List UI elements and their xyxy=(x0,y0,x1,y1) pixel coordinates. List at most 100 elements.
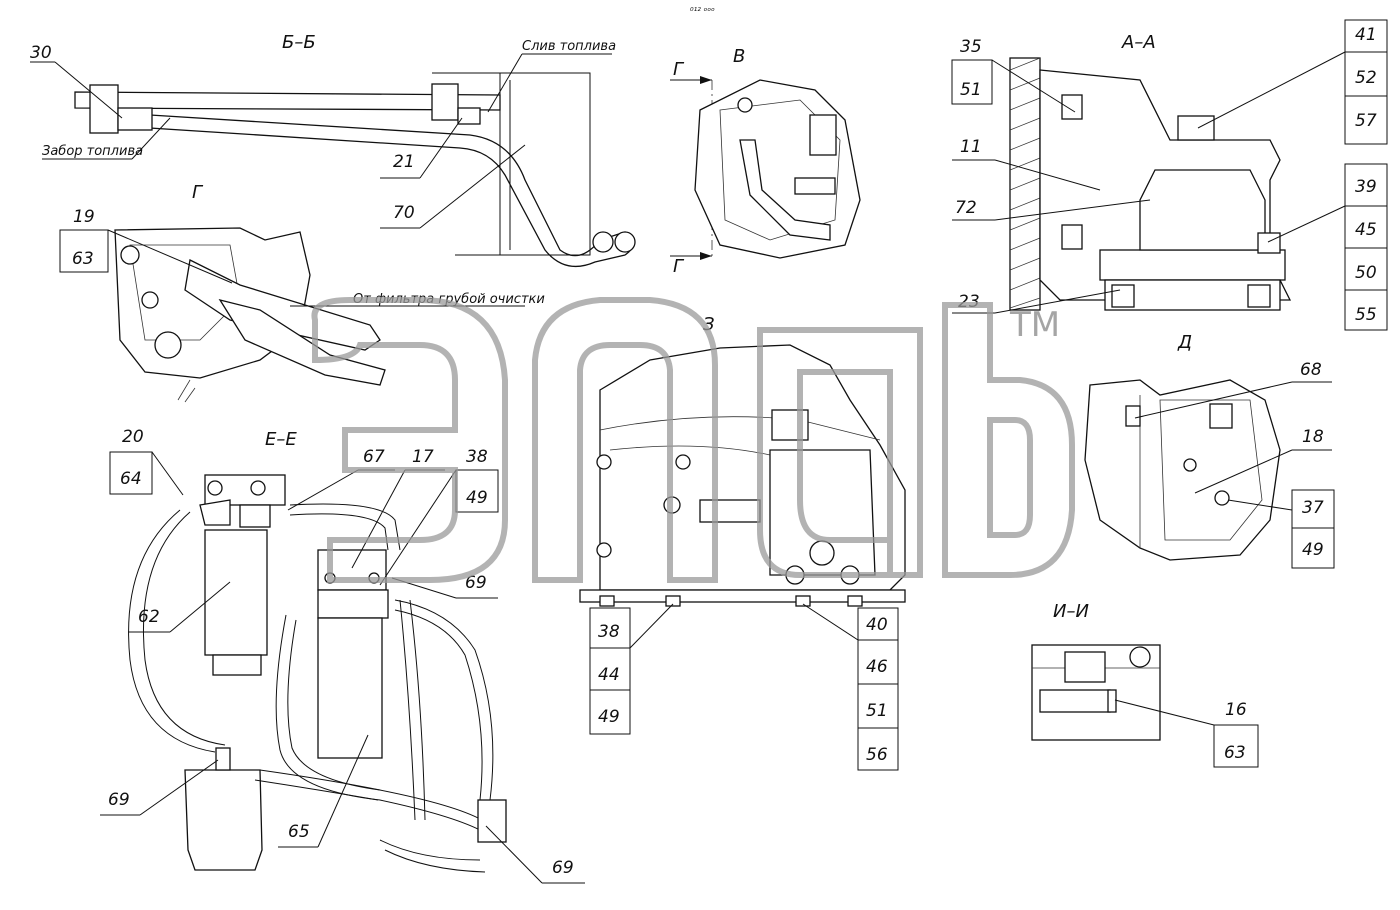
callout-69-b: 69 xyxy=(108,790,130,810)
bolt-d-1 xyxy=(1183,458,1197,472)
hose-end-b xyxy=(614,231,636,253)
callout-69-a: 69 xyxy=(465,573,487,593)
callout-39-leader xyxy=(1267,205,1346,243)
pump-bolt xyxy=(154,331,182,359)
bolt-d-37 xyxy=(1214,490,1230,506)
callout-49-d: 49 xyxy=(1302,540,1324,560)
bolt-v-1 xyxy=(737,97,753,113)
fuel-line-g-2 xyxy=(218,298,386,386)
callout-49-z: 49 xyxy=(598,707,620,727)
hole-ii xyxy=(1129,646,1151,668)
hose-end-a xyxy=(592,231,614,253)
intake-note: Забор топлива xyxy=(42,144,143,159)
nut-z-40b xyxy=(847,595,863,607)
filter-62-bowl xyxy=(212,654,262,676)
hose-4b xyxy=(394,609,483,801)
nut-ii-16 xyxy=(1107,689,1117,713)
watermark-logo: TM xyxy=(311,297,1075,583)
callout-38-z-leader xyxy=(629,603,674,649)
callout-65: 65 xyxy=(288,822,310,842)
callout-68: 68 xyxy=(1300,360,1322,380)
filter-valve-62 xyxy=(199,499,231,526)
filter-65 xyxy=(317,617,383,759)
callout-41: 41 xyxy=(1355,25,1377,45)
pump-flange xyxy=(129,244,241,341)
bolt-z-3 xyxy=(675,454,691,470)
view-aa-title: А–А xyxy=(1121,32,1156,53)
fuel-pump-69 xyxy=(184,769,263,871)
header-mark: ⁰¹² ᵒᵒᵒ xyxy=(690,7,715,17)
pump-69-inlet xyxy=(215,747,231,771)
section-arrow-top-head xyxy=(700,76,712,84)
nut-z-38 xyxy=(599,595,615,607)
nut-z-40 xyxy=(795,595,811,607)
callout-72-leader xyxy=(994,199,1151,221)
base-plate-aa xyxy=(1099,249,1286,281)
callout-35-51-box xyxy=(951,59,993,105)
view-ee: Е–Е 20 64 67 xyxy=(100,427,585,884)
callout-72: 72 xyxy=(955,198,977,218)
bolt-aa-2 xyxy=(1061,224,1083,250)
callout-39: 39 xyxy=(1355,177,1377,197)
bolt-z-2 xyxy=(596,542,612,558)
callout-57: 57 xyxy=(1355,111,1377,131)
hose-1 xyxy=(128,509,216,753)
fitting-d-68 xyxy=(1125,405,1141,427)
logo-letter-soft-sign xyxy=(942,302,1075,578)
pump-bolt-2 xyxy=(120,245,140,265)
intake-fitting xyxy=(89,84,119,134)
callout-38-z: 38 xyxy=(598,622,620,642)
callout-38-ee: 38 xyxy=(466,447,488,467)
callout-17-leader xyxy=(351,469,406,569)
view-v: В Г Г xyxy=(670,46,861,277)
callout-39-box xyxy=(1344,163,1388,331)
filter-62 xyxy=(204,529,268,656)
callout-41-box xyxy=(1344,19,1388,145)
callout-46: 46 xyxy=(866,657,888,677)
plug-z-1 xyxy=(809,540,835,566)
callout-64: 64 xyxy=(120,469,142,489)
bolt-aa-39 xyxy=(1257,232,1281,254)
callout-52: 52 xyxy=(1355,68,1377,88)
callout-67: 67 xyxy=(363,447,385,467)
hose-6 xyxy=(379,839,486,873)
callout-30: 30 xyxy=(30,43,52,63)
view-aa: А–А 35 51 11 xyxy=(951,19,1388,331)
callout-38-ee-leader xyxy=(379,469,457,586)
view-bb-title: Б–Б xyxy=(282,32,316,53)
callout-51-aa: 51 xyxy=(960,80,982,100)
callout-69-c: 69 xyxy=(552,858,574,878)
bolt-head-41 xyxy=(1177,115,1215,141)
filter-head-bolt-1 xyxy=(207,480,223,496)
pump-housing-v xyxy=(694,79,861,259)
bolt-z-1 xyxy=(596,454,612,470)
fitting-v-2 xyxy=(794,177,836,195)
filter-valve-62b xyxy=(239,504,271,528)
callout-16-leader xyxy=(1114,699,1215,726)
callout-18: 18 xyxy=(1302,427,1324,447)
fitting-ii-1 xyxy=(1064,651,1106,683)
callout-65-leader xyxy=(317,734,369,848)
callout-21: 21 xyxy=(393,152,415,172)
filter-head-65b xyxy=(317,589,389,619)
callout-56: 56 xyxy=(866,745,888,765)
nut-aa-2 xyxy=(1247,284,1271,308)
wall-hatching xyxy=(1009,57,1041,309)
hose-7 xyxy=(399,599,426,821)
section-arrow-bottom-head xyxy=(700,252,712,260)
side-fitting-z xyxy=(699,499,761,523)
pump-aa xyxy=(1139,169,1266,251)
callout-38-z-box xyxy=(589,607,631,735)
bolt-aa-1 xyxy=(1061,94,1083,120)
callout-37-leader xyxy=(1227,499,1293,511)
view-v-title: В xyxy=(733,46,745,67)
hose-1b xyxy=(142,511,226,746)
callout-16: 16 xyxy=(1225,700,1247,720)
logo-letter-p xyxy=(532,297,718,583)
logo-trademark: TM xyxy=(1009,305,1060,345)
fitting-ii-2 xyxy=(1039,689,1111,713)
fitting-v xyxy=(809,114,837,156)
intake-nut xyxy=(117,107,153,131)
drain-note: Слив топлива xyxy=(522,39,616,54)
